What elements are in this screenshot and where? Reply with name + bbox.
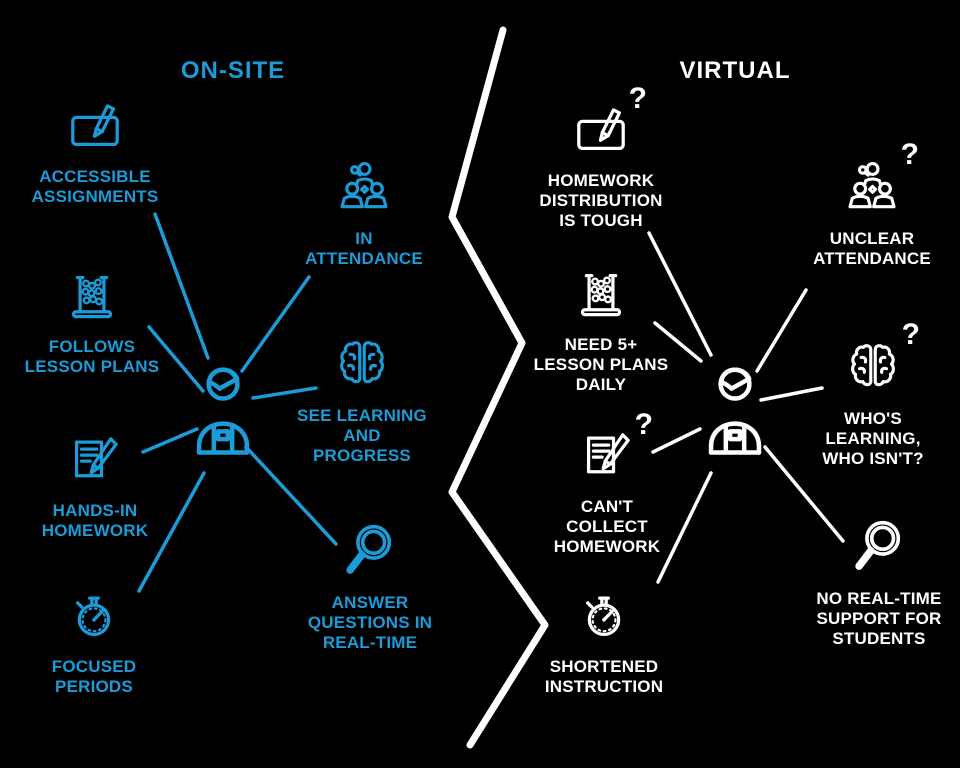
item-label: HANDS-IN HOMEWORK [41,501,149,540]
item-label: SHORTENED INSTRUCTION [544,657,664,696]
item-label: ANSWER QUESTIONS IN REAL-TIME [307,593,433,652]
magnifier-icon [341,520,399,578]
question-mark-icon: ? [628,82,647,115]
virtual-teacher-icon [701,363,769,456]
onsite-teacher-icon [189,363,257,456]
tablet-pen-icon [69,100,121,152]
document-pencil-icon: ? [581,410,653,482]
onsite-item-hands-in-homework: HANDS-IN HOMEWORK [15,434,175,541]
virtual-item-need-5-plus-lesson-plans-daily: NEED 5+ LESSON PLANS DAILY [521,268,681,395]
onsite-item-see-learning-and-progress: SEE LEARNING AND PROGRESS [282,337,442,466]
item-label: CAN'T COLLECT HOMEWORK [553,497,661,556]
item-label: FOCUSED PERIODS [51,657,137,696]
stopwatch-icon [578,590,630,642]
virtual-item-shortened-instruction: SHORTENED INSTRUCTION [524,590,684,697]
item-label: NO REAL-TIME SUPPORT FOR STUDENTS [816,589,942,648]
question-mark-icon: ? [901,318,920,351]
stopwatch-icon [68,590,120,642]
students-group-icon: ? [845,140,919,214]
brain-icon: ? [846,320,920,394]
virtual-item-no-real-time-support: NO REAL-TIME SUPPORT FOR STUDENTS [799,516,959,649]
item-label: IN ATTENDANCE [305,229,423,268]
item-label: WHO'S LEARNING, WHO ISN'T? [822,409,924,468]
virtual-item-whos-learning-who-isnt: ? WHO'S LEARNING, WHO ISN'T? [793,320,953,469]
magnifier-icon [850,516,908,574]
brain-icon [335,337,389,391]
item-label: SEE LEARNING AND PROGRESS [297,406,427,465]
question-mark-icon: ? [634,408,653,441]
item-label: ACCESSIBLE ASSIGNMENTS [31,167,159,206]
document-pencil-icon [69,434,121,486]
virtual-item-unclear-attendance: ? UNCLEAR ATTENDANCE [792,140,952,269]
item-label: HOMEWORK DISTRIBUTION IS TOUGH [539,171,663,230]
question-mark-icon: ? [900,138,919,171]
item-label: NEED 5+ LESSON PLANS DAILY [533,335,669,394]
onsite-item-accessible-assignments: ACCESSIBLE ASSIGNMENTS [15,100,175,207]
onsite-item-in-attendance: IN ATTENDANCE [284,160,444,269]
virtual-title: VIRTUAL [679,57,791,84]
onsite-title: ON-SITE [180,57,286,84]
students-group-icon [337,160,391,214]
item-label: UNCLEAR ATTENDANCE [813,229,931,268]
onsite-item-follows-lesson-plans: FOLLOWS LESSON PLANS [12,270,172,377]
virtual-item-homework-distribution-is-tough: ? HOMEWORK DISTRIBUTION IS TOUGH [521,84,681,231]
onsite-item-answer-questions-in-real-time: ANSWER QUESTIONS IN REAL-TIME [290,520,450,653]
virtual-item-cant-collect-homework: ? CAN'T COLLECT HOMEWORK [527,410,687,557]
onsite-item-focused-periods: FOCUSED PERIODS [14,590,174,697]
tablet-pen-icon: ? [575,84,647,156]
abacus-icon [66,270,118,322]
abacus-icon [575,268,627,320]
item-label: FOLLOWS LESSON PLANS [24,337,160,376]
